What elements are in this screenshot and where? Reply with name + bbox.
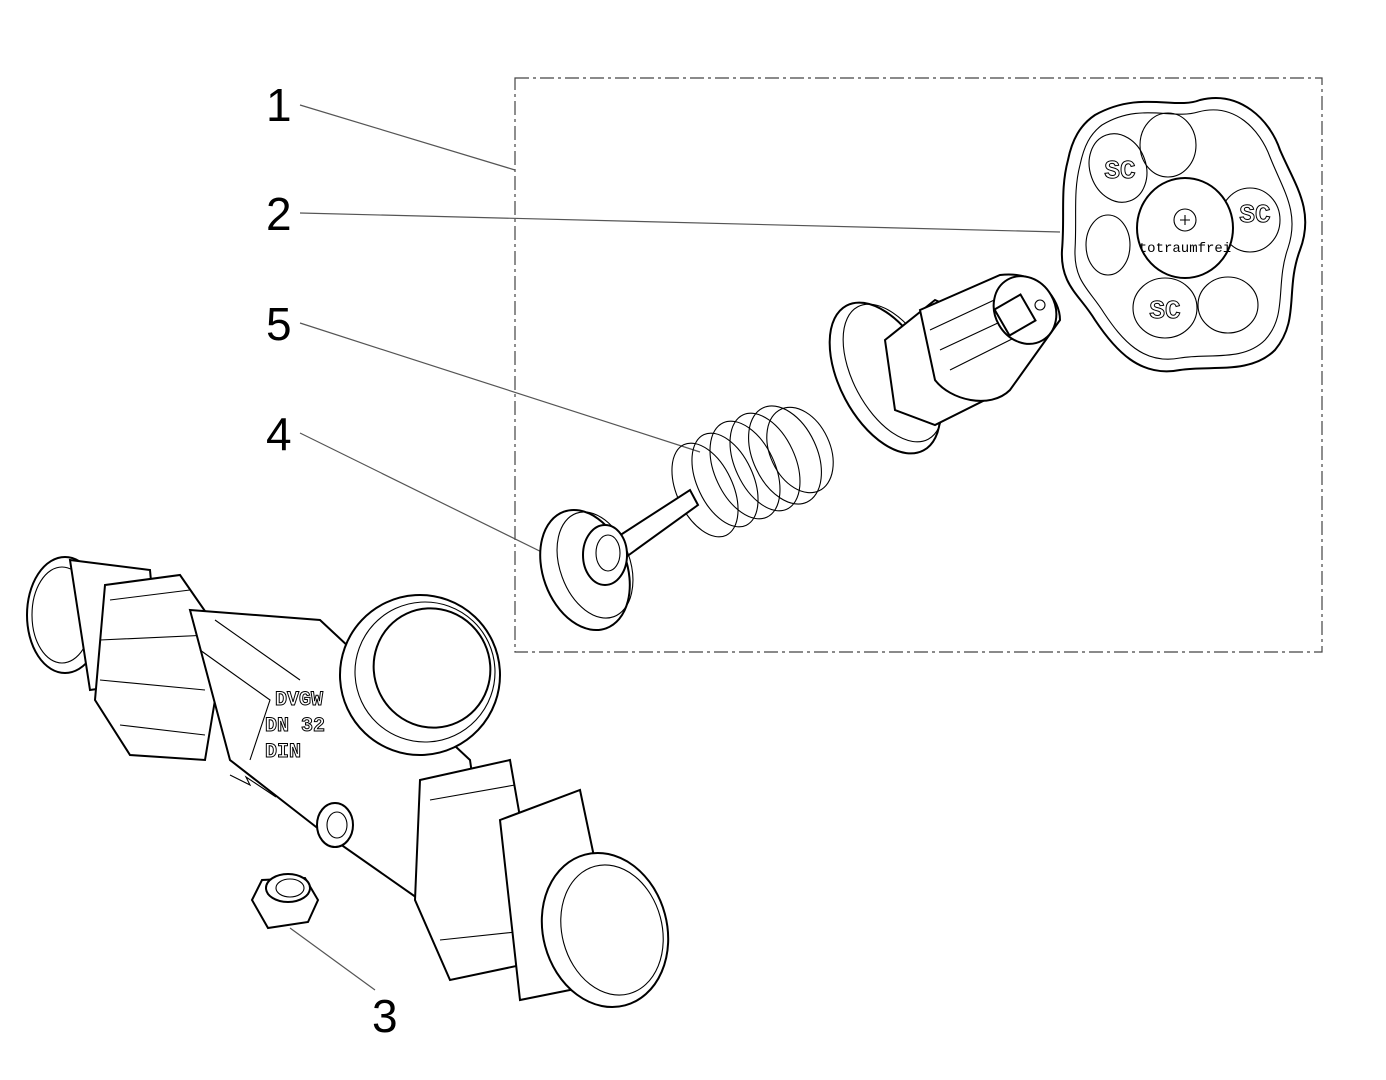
- body-marking-din: DIN: [265, 741, 301, 764]
- assembly-boundary: [514, 77, 1323, 653]
- body-marking-dvgw: DVGW: [275, 689, 323, 712]
- handwheel: totraumfrei SC SC SC: [1060, 97, 1307, 373]
- drain-plug: [250, 873, 320, 930]
- leader-line-5: [299, 322, 701, 453]
- bonnet: [828, 273, 1062, 455]
- valve-body: DVGW DN 32 DIN: [26, 556, 670, 1009]
- body-marking-dn: DN 32: [265, 715, 325, 738]
- callout-4: 4: [266, 408, 292, 460]
- callout-1: 1: [266, 79, 292, 131]
- leader-line-3: [289, 927, 376, 991]
- callout-3: 3: [372, 990, 398, 1042]
- callout-2: 2: [266, 188, 292, 240]
- logo-mark: SC: [1239, 200, 1270, 230]
- logo-mark: SC: [1104, 156, 1135, 186]
- logo-mark: SC: [1149, 296, 1180, 326]
- leader-line-2: [299, 212, 1061, 233]
- callout-5: 5: [266, 298, 292, 350]
- leader-line-4: [299, 432, 569, 566]
- spring: [671, 405, 834, 538]
- handwheel-text: totraumfrei: [1139, 241, 1231, 257]
- leader-line-1: [299, 104, 516, 171]
- valve-disc: [539, 488, 700, 632]
